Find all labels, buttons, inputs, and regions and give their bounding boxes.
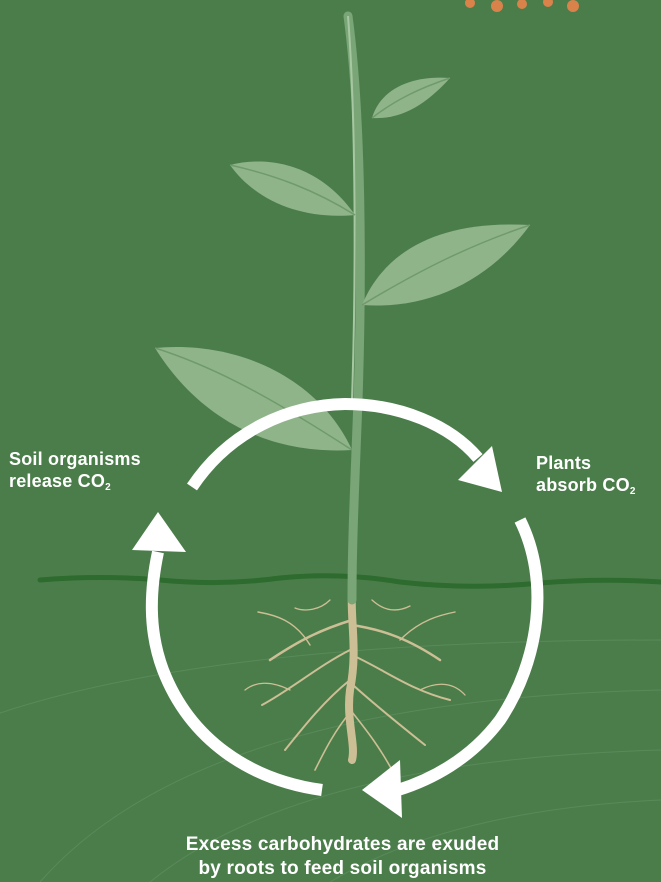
sun-dots-decoration	[465, 0, 579, 12]
plant-roots	[245, 590, 465, 770]
leaf-top-right	[372, 78, 450, 119]
label-line: by roots to feed soil organisms	[24, 857, 661, 881]
label-line: release CO2	[9, 470, 209, 492]
label-line: Soil organisms	[9, 448, 209, 470]
exudate-label: Excess carbohydrates are exuded by roots…	[0, 833, 661, 881]
arrow-right-arc	[398, 520, 537, 790]
arrowhead-bottom	[362, 760, 402, 818]
label-text: absorb CO	[536, 475, 630, 495]
label-line: absorb CO2	[536, 474, 661, 496]
plants-absorb-co2-label: Plants absorb CO2	[536, 452, 661, 496]
plant-leaves	[155, 78, 530, 451]
label-line: Plants	[536, 452, 661, 474]
subscript: 2	[630, 486, 636, 497]
soil-organisms-release-co2-label: Soil organisms release CO2	[9, 448, 209, 492]
leaf-middle-right	[362, 224, 530, 305]
arrowhead-left	[132, 512, 186, 552]
subscript: 2	[105, 482, 111, 493]
label-line: Excess carbohydrates are exuded	[24, 833, 661, 857]
label-text: release CO	[9, 471, 105, 491]
